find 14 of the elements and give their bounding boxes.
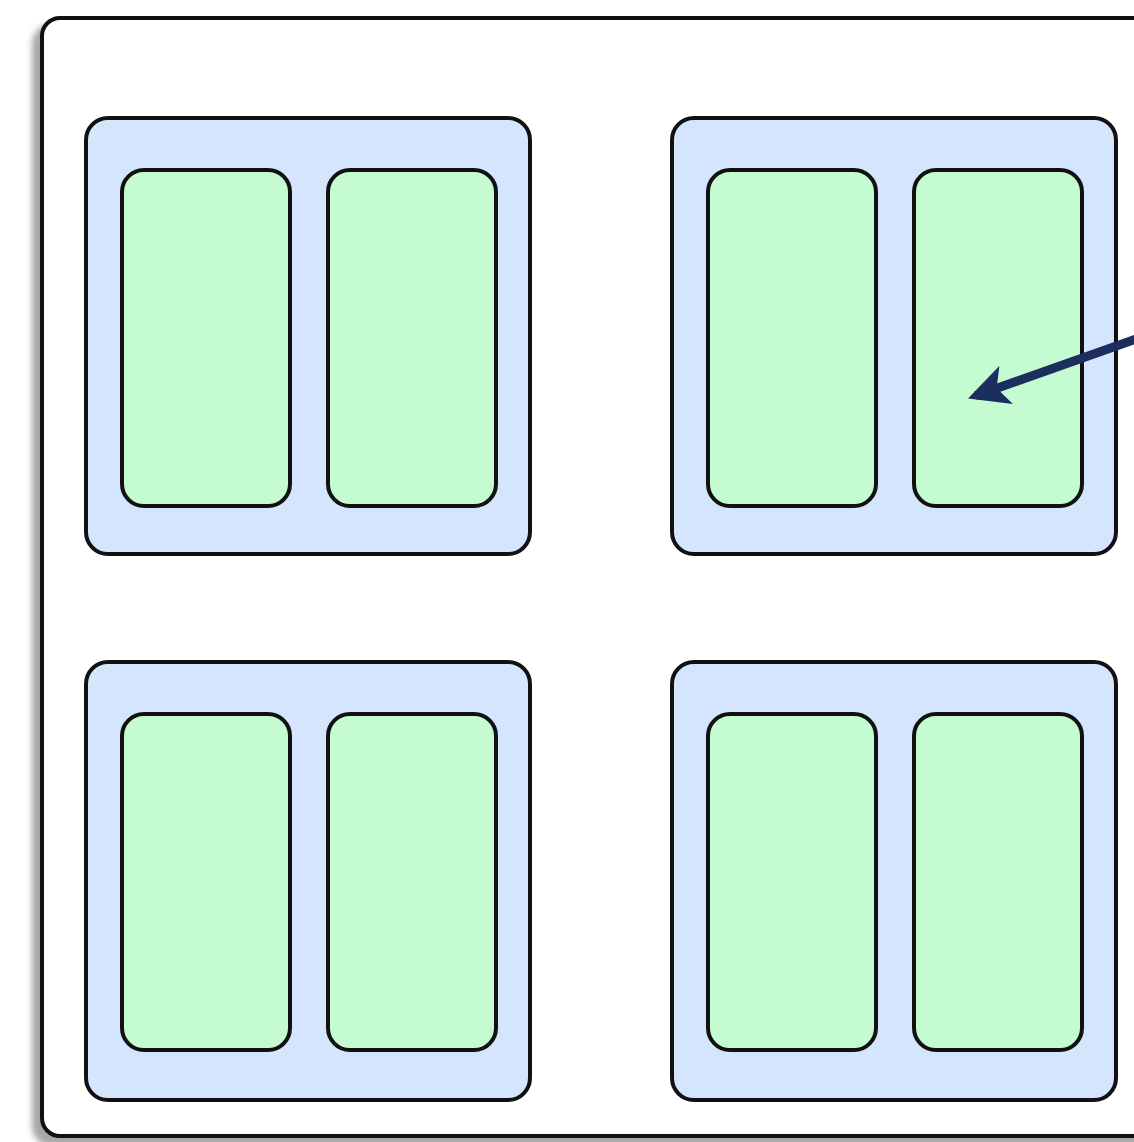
outer-panel (40, 16, 1134, 1138)
arrow (968, 329, 1134, 405)
item-box (706, 168, 878, 508)
item-box (912, 168, 1084, 508)
group-box (84, 116, 532, 556)
item-box (120, 712, 292, 1052)
item-box (706, 712, 878, 1052)
group-box (670, 116, 1118, 556)
item-box (326, 168, 498, 508)
group-box (84, 660, 532, 1102)
group-box (670, 660, 1118, 1102)
item-box (120, 168, 292, 508)
item-box (326, 712, 498, 1052)
item-box (912, 712, 1084, 1052)
